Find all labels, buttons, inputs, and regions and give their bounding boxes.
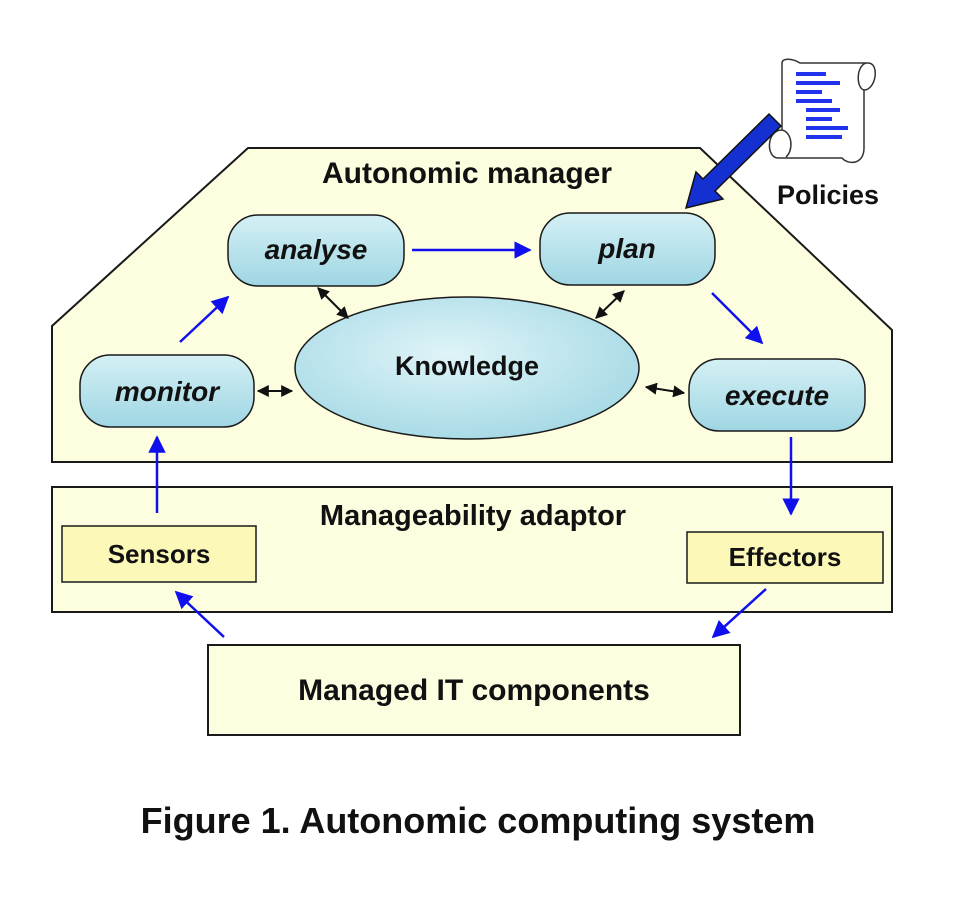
arrow-monitor-to-analyse	[179, 295, 230, 343]
arrow-managed-to-sensors	[174, 590, 225, 638]
knowledge-label: Knowledge	[395, 351, 539, 381]
policies-arrow	[684, 112, 783, 210]
manageability-adaptor-title: Manageability adaptor	[320, 500, 626, 532]
scroll-icon	[768, 58, 876, 164]
monitor-node	[79, 354, 255, 428]
knowledge-node	[294, 296, 640, 440]
arrow-plan-knowledge	[595, 290, 625, 319]
managed-it-components-label: Managed IT components	[298, 674, 650, 707]
arrow-plan-to-execute	[711, 292, 764, 345]
plan-node	[539, 212, 716, 286]
policies-label: Policies	[777, 180, 879, 210]
monitor-label: monitor	[115, 376, 221, 407]
arrow-execute-knowledge	[644, 382, 686, 398]
figure-caption: Figure 1. Autonomic computing system	[141, 800, 816, 841]
plan-label: plan	[597, 233, 656, 264]
autonomic-manager-title: Autonomic manager	[322, 157, 612, 190]
effectors-box	[686, 531, 884, 584]
arrow-effectors-to-managed	[711, 588, 767, 639]
managed-it-components-box	[207, 644, 741, 736]
sensors-label: Sensors	[108, 539, 211, 569]
effectors-label: Effectors	[729, 542, 842, 572]
arrow-analyse-knowledge	[317, 287, 349, 319]
execute-node	[688, 358, 866, 432]
analyse-label: analyse	[265, 234, 368, 265]
analyse-node	[227, 214, 405, 287]
execute-label: execute	[725, 380, 829, 411]
sensors-box	[61, 525, 257, 583]
